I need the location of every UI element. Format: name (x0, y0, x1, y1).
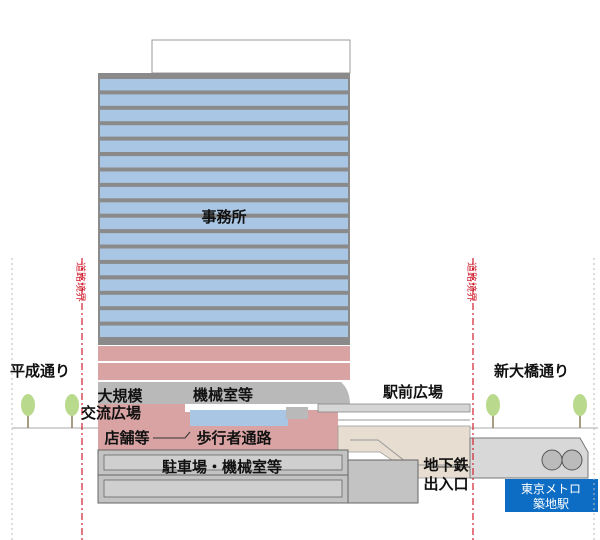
label-large-plaza-2: 交流広場 (81, 404, 141, 422)
office-floor-band (100, 202, 348, 214)
office-floor-band (100, 94, 348, 106)
station-badge (505, 479, 598, 512)
station-canopy (317, 403, 471, 413)
station-badge-line2: 築地駅 (533, 496, 569, 511)
label-shin-ohashi-street: 新大橋通り (494, 362, 569, 380)
station-badge-line1: 東京メトロ (521, 482, 581, 496)
label-subway-2: 出入口 (423, 475, 468, 493)
passage-base (190, 426, 288, 450)
lower-floor-lower (98, 363, 350, 380)
label-heisei-street: 平成通り (10, 362, 70, 380)
basement-side (347, 459, 419, 504)
basement-2-inner (103, 479, 343, 498)
label-parking-machine: 駐車場・機械室等 (162, 458, 282, 476)
rooftop-box (151, 39, 351, 74)
lower-floor-upper (98, 346, 350, 361)
tree-left-1 (21, 394, 35, 428)
tunnel-bore-right (561, 449, 583, 471)
office-floor-band (100, 186, 348, 199)
right-podium-step (286, 407, 308, 419)
office-floor-band (100, 233, 348, 245)
office-floor-band (100, 217, 348, 230)
office-tower (98, 73, 350, 345)
office-floor-band (100, 325, 348, 337)
label-shops: 店舗等 (104, 429, 149, 447)
label-subway-1: 地下鉄 (423, 456, 468, 474)
office-floor-band (100, 156, 348, 168)
entrance-stair-line (350, 439, 460, 466)
office-floor-band (100, 109, 348, 122)
office-floor-band (100, 310, 348, 322)
office-floor-band (100, 125, 348, 137)
tree-left-2 (65, 394, 79, 428)
road-boundary-label-right: 道路境界 (465, 262, 478, 302)
label-large-plaza-1: 大規模 (97, 387, 143, 405)
office-floor-band (100, 171, 348, 183)
tree-right-2 (573, 394, 587, 428)
label-office: 事務所 (201, 208, 246, 226)
label-machine-room: 機械室等 (193, 386, 253, 404)
label-pedestrian-passage: 歩行者通路 (196, 429, 272, 447)
machine-room-floor (98, 382, 341, 404)
shops-block (150, 412, 190, 450)
office-floor-band (100, 79, 348, 91)
office-floor-band (100, 263, 348, 276)
basement-1-inner (103, 454, 343, 471)
passage-leader (184, 431, 191, 439)
office-floor-band (100, 248, 348, 260)
office-floor-band (100, 294, 348, 307)
tunnel-bore-left (541, 449, 563, 471)
tree-right-1 (486, 394, 500, 428)
pedestrian-passage-block (190, 410, 288, 426)
road-boundary-label-left: 道路境界 (74, 262, 87, 302)
office-floor-band (100, 279, 348, 291)
label-station-plaza: 駅前広場 (382, 383, 443, 401)
tower-curve (341, 382, 350, 405)
office-floor-band (100, 140, 348, 152)
